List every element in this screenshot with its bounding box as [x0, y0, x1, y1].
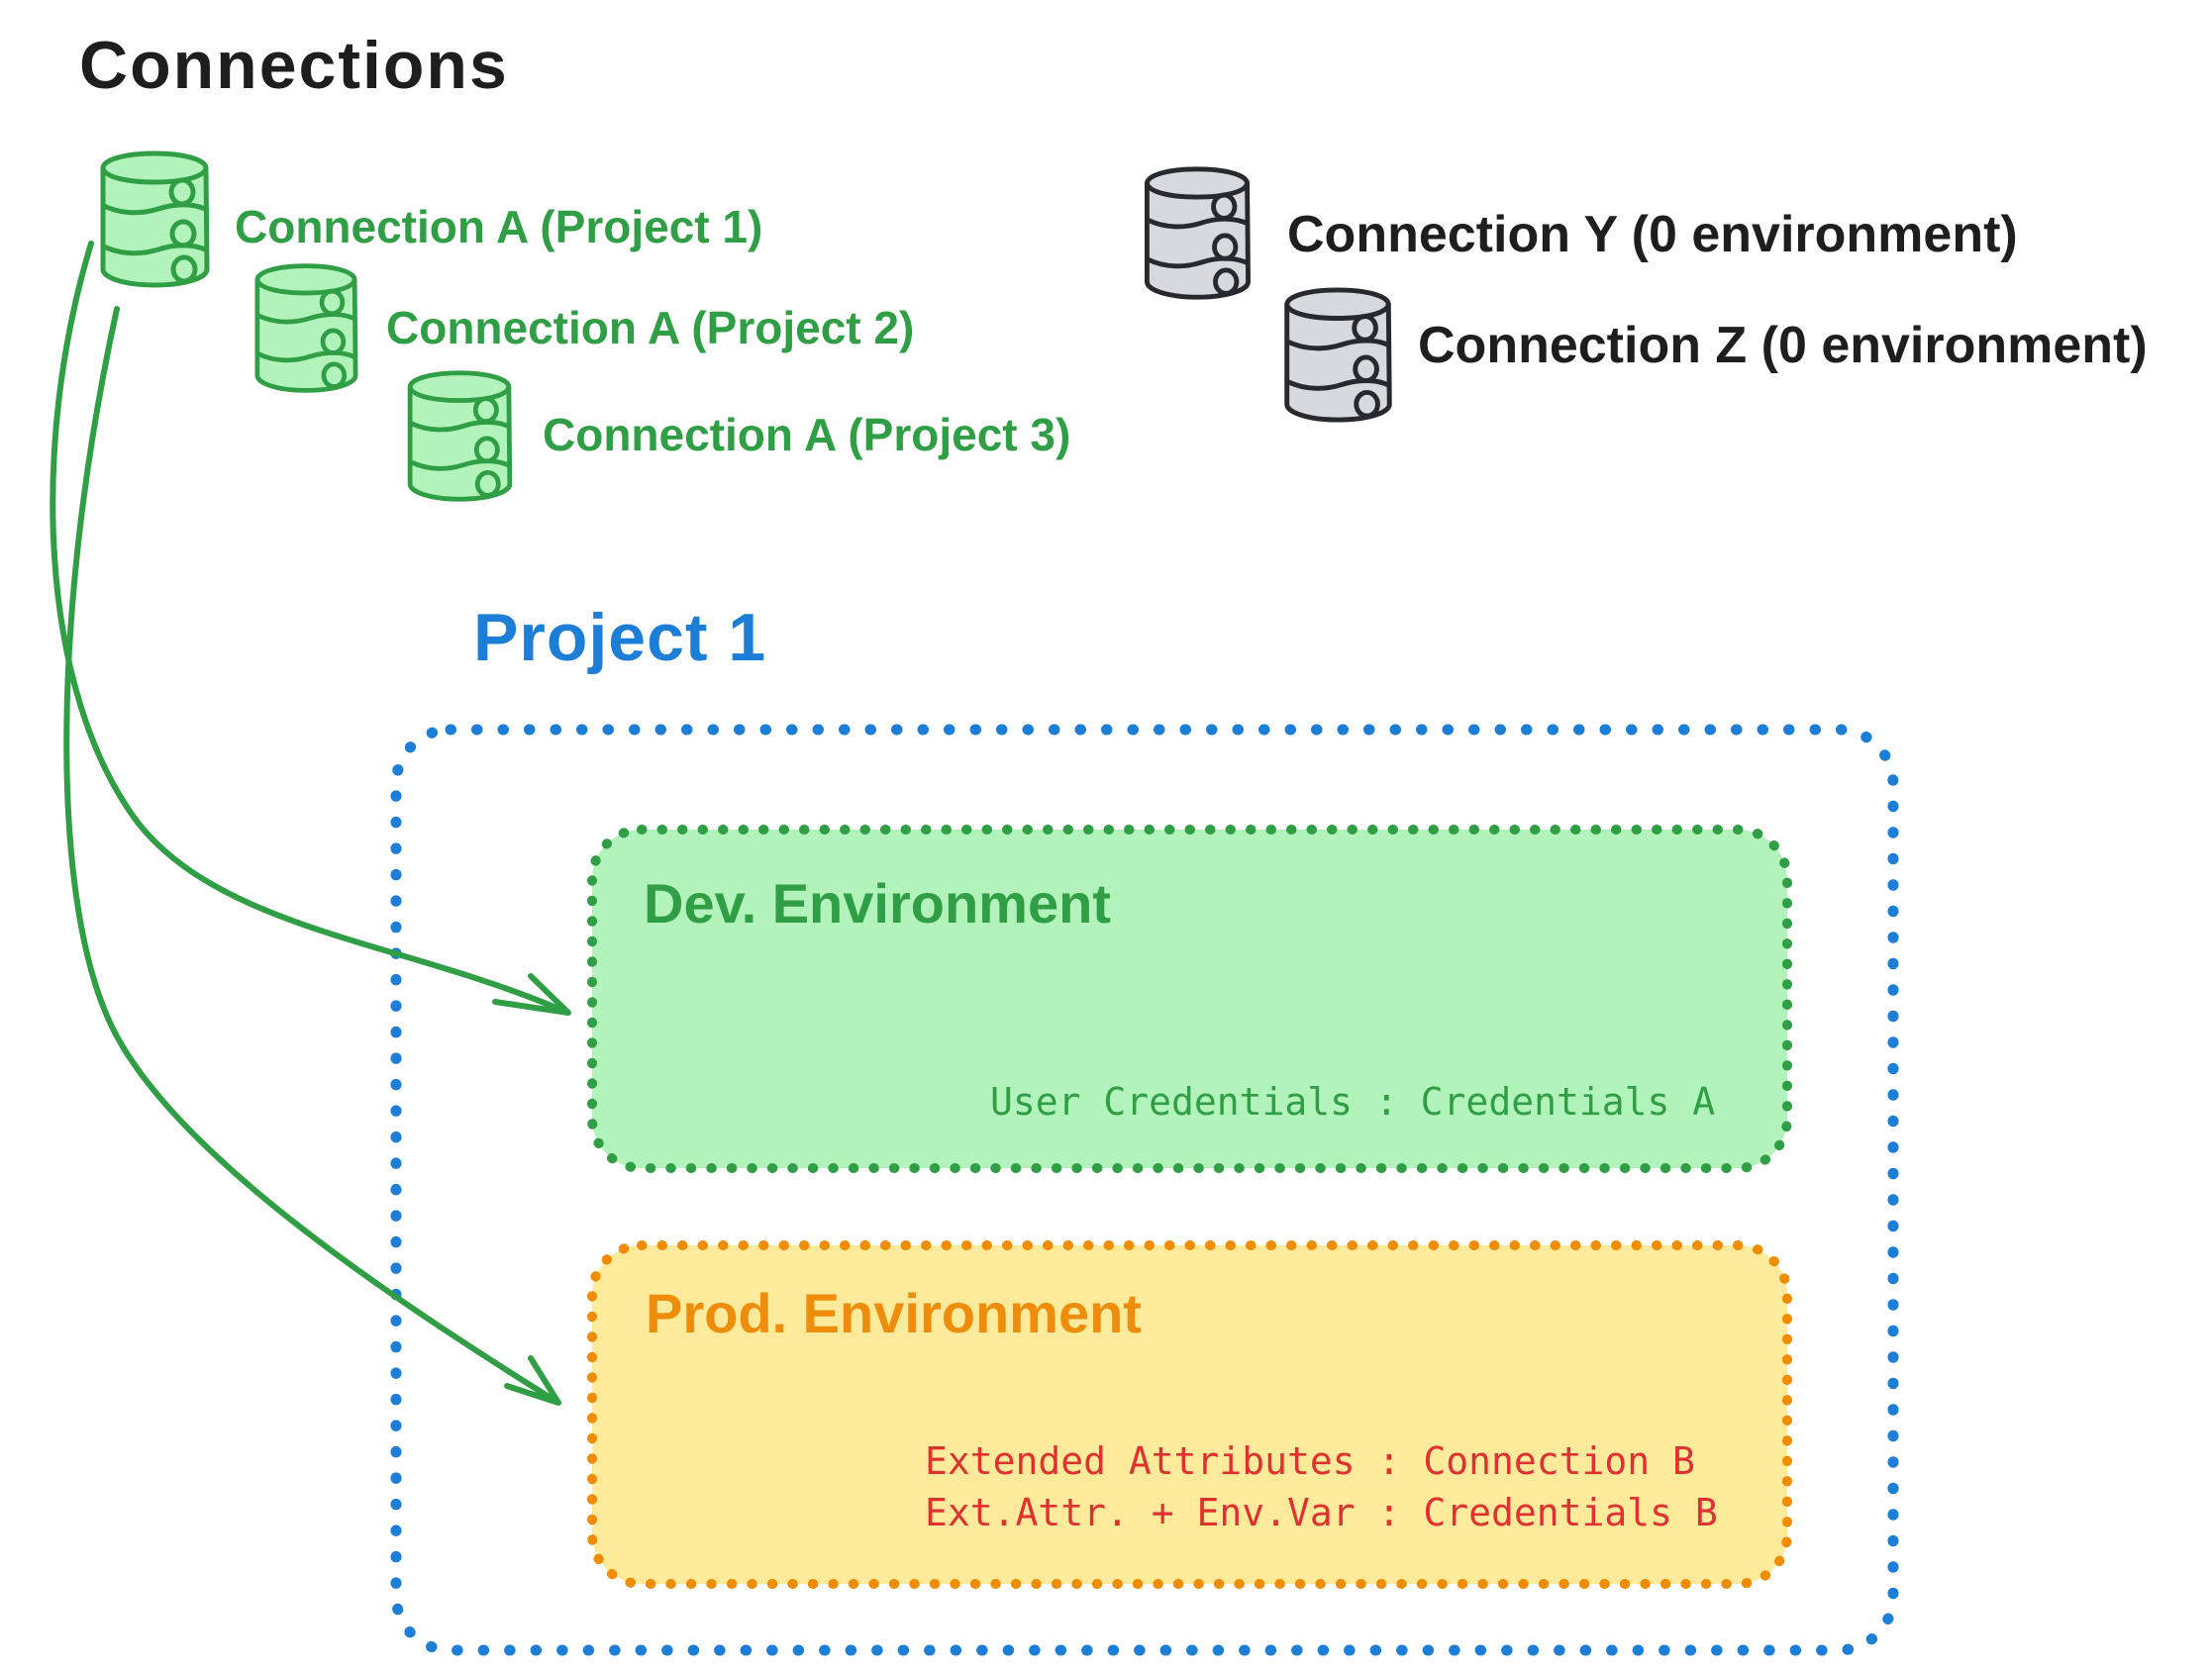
database-icon [250, 259, 362, 396]
database-icon [402, 366, 517, 505]
dev-environment-box [587, 825, 1792, 1173]
arrowhead-dev [492, 973, 571, 1016]
prod-environment-box [587, 1240, 1792, 1589]
connection-label-a-project-3: Connection A (Project 3) [543, 409, 1071, 460]
project-1-box [390, 724, 1899, 1656]
connection-label-a-project-1: Connection A (Project 1) [235, 201, 763, 252]
connection-label-a-project-2: Connection A (Project 2) [386, 302, 915, 353]
prod-attributes-line: Extended Attributes : Connection B [925, 1439, 1695, 1483]
curved-arrow-to-dev [50, 241, 559, 1011]
dev-environment-title: Dev. Environment [644, 872, 1111, 935]
arrowhead-prod [504, 1355, 561, 1406]
prod-environment-title: Prod. Environment [646, 1282, 1142, 1344]
diagram-title: Connections [79, 28, 509, 103]
project-1-title: Project 1 [473, 600, 767, 675]
connection-label-y: Connection Y (0 environment) [1287, 206, 2018, 263]
curved-arrow-to-prod [63, 306, 553, 1401]
database-icon [1139, 162, 1256, 303]
database-icon [95, 147, 214, 291]
prod-credentials-line: Ext.Attr. + Env.Var : Credentials B [925, 1491, 1718, 1534]
connection-label-z: Connection Z (0 environment) [1418, 317, 2148, 374]
prod-mapping-text: Extended Attributes : Connection B Ext.A… [925, 1435, 1718, 1538]
dev-credentials-text: User Credentials : Credentials A [990, 1080, 1716, 1124]
database-icon [1278, 283, 1397, 426]
